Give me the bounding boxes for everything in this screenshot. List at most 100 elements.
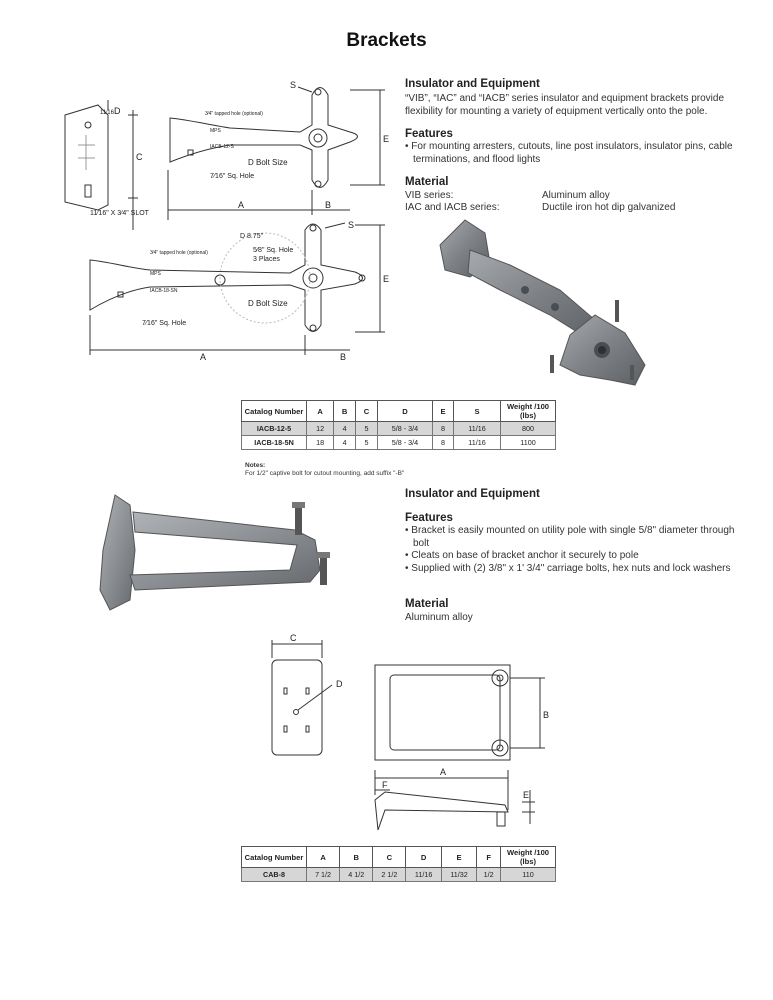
section2-material-heading: Material (405, 598, 449, 610)
upper-bracket-outline (169, 87, 358, 188)
table-cell: 11/16 (453, 435, 501, 450)
label-a-cab: A (440, 767, 446, 777)
lower-bracket-outline (89, 223, 363, 332)
table-cell: 11/16 (405, 867, 442, 882)
table-header: Catalog Number (241, 846, 307, 868)
label-slot: 11⁄16" X 3⁄4" SLOT (90, 210, 150, 217)
label-d-cab: D (336, 679, 343, 689)
label-sq-hole-3: 5⁄8" Sq. Hole (253, 247, 293, 254)
table-cell: 5 (355, 435, 378, 450)
section2-heading: Insulator and Equipment (405, 488, 540, 500)
label-s-top: S (290, 80, 296, 90)
label-a-upper: A (238, 200, 244, 210)
label-d-top-frac: 11⁄16 (100, 110, 115, 116)
table-cell: 1100 (500, 435, 556, 450)
table-header-row: Catalog Number A B C D E F Weight /100 (… (241, 846, 556, 868)
label-b-upper: B (325, 200, 331, 210)
label-b-lower: B (340, 352, 346, 362)
table-header: A (305, 846, 341, 868)
table-header: C (372, 846, 407, 868)
label-d-bolt-size: D Bolt Size (248, 158, 288, 167)
label-c-cab: C (290, 633, 297, 643)
table-header: D (405, 846, 442, 868)
table-header: S (453, 400, 501, 422)
pole-plate-outline (64, 104, 109, 211)
label-s-lower: S (348, 220, 354, 230)
notes-text: For 1/2" captive bolt for cutout mountin… (245, 470, 405, 477)
table-header: A (305, 400, 335, 422)
list-item: Supplied with (2) 3/8" x 1' 3/4" carriag… (405, 563, 745, 576)
table-header: F (476, 846, 501, 868)
section1-features-heading: Features (405, 128, 453, 140)
table-cell: 12 (305, 421, 335, 436)
label-tapped-hole: 3⁄4" tapped hole (optional) (205, 111, 263, 117)
table-cell: 110 (500, 867, 556, 882)
label-d-bolt-size-lower: D Bolt Size (248, 299, 288, 308)
table-header: Weight /100 (lbs) (500, 846, 556, 868)
section1-heading: Insulator and Equipment (405, 78, 540, 90)
table-cell: 5/8 - 3/4 (376, 421, 433, 436)
table-cell: 8 (431, 421, 455, 436)
list-item: For mounting arresters, cutouts, line po… (405, 141, 745, 166)
table-cell: 11/32 (440, 867, 478, 882)
table-row: CAB-8 7 1/2 4 1/2 2 1/2 11/16 11/32 1/2 … (241, 867, 556, 882)
table-header: C (355, 400, 378, 422)
table-cell: IACB-12-5 (241, 421, 307, 436)
cab-dimension-drawing: C D B A F E (271, 633, 549, 831)
label-model-12: IACB-12-S (210, 144, 235, 150)
table-header: E (431, 400, 455, 422)
table-header: Catalog Number (241, 400, 307, 422)
table-cell: 7 1/2 (305, 867, 341, 882)
table-cell: 5 (355, 421, 378, 436)
table-cell: 18 (305, 435, 335, 450)
label-e-cab: E (523, 790, 529, 800)
table-cell: 5/8 - 3/4 (376, 435, 433, 450)
table-header: B (333, 400, 357, 422)
page-title: Brackets (346, 30, 427, 51)
table-cell: 11/16 (453, 421, 501, 436)
section2-features-list: Bracket is easily mounted on utility pol… (405, 525, 745, 575)
material-value-1: Aluminum alloy (542, 190, 610, 201)
label-a-lower: A (200, 352, 206, 362)
label-mps-lower: MPS (150, 271, 162, 277)
list-item: Bracket is easily mounted on utility pol… (405, 525, 745, 550)
section1-description: “VIB”, “IAC” and “IACB” series insulator… (405, 93, 725, 117)
table-header: B (339, 846, 374, 868)
table-cell: 800 (500, 421, 556, 436)
table-cell: 4 1/2 (339, 867, 374, 882)
label-d875: D 8.75" (240, 233, 264, 240)
table-cell: 4 (333, 435, 357, 450)
list-item: Cleats on base of bracket anchor it secu… (405, 550, 745, 563)
section1-material-heading: Material (405, 176, 449, 188)
label-f-cab: F (382, 780, 388, 790)
table-cell: 8 (431, 435, 455, 450)
section1-spec-table: Catalog Number A B C D E S Weight /100 (… (241, 400, 556, 450)
label-three-places: 3 Places (253, 256, 280, 263)
table-header: D (376, 400, 433, 422)
section1-features-list: For mounting arresters, cutouts, line po… (405, 141, 745, 166)
material-series-1: VIB series: (405, 190, 454, 201)
table-cell: IACB-18-5N (241, 435, 307, 450)
label-sq-hole: 7⁄16" Sq. Hole (210, 173, 254, 180)
label-mps: MPS (210, 128, 222, 134)
table-cell: 2 1/2 (372, 867, 407, 882)
label-sq-hole-lower: 7⁄16" Sq. Hole (142, 320, 186, 327)
material-series-2: IAC and IACB series: (405, 202, 500, 213)
table-header: E (440, 846, 478, 868)
iacb-dimension-drawing: S D 11⁄16 C 11⁄16" X 3⁄4" SLOT 3⁄4" tapp… (64, 80, 389, 362)
table-row: IACB-18-5N 18 4 5 5/8 - 3/4 8 11/16 1100 (241, 435, 556, 450)
table-row: IACB-12-5 12 4 5 5/8 - 3/4 8 11/16 800 (241, 421, 556, 436)
cab-bracket-photo (99, 494, 330, 611)
table-header-row: Catalog Number A B C D E S Weight /100 (… (241, 400, 556, 422)
notes-heading: Notes: (245, 462, 266, 469)
label-b-cab: B (543, 710, 549, 720)
label-tapped-hole-lower: 3⁄4" tapped hole (optional) (150, 250, 208, 256)
label-e-upper: E (383, 134, 389, 144)
label-c: C (136, 152, 143, 162)
section2-spec-table: Catalog Number A B C D E F Weight /100 (… (241, 846, 556, 882)
iacb-bracket-photo (439, 219, 646, 386)
label-e-lower: E (383, 274, 389, 284)
table-cell: 1/2 (476, 867, 501, 882)
table-cell: CAB-8 (241, 867, 307, 882)
table-header: Weight /100 (lbs) (500, 400, 556, 422)
